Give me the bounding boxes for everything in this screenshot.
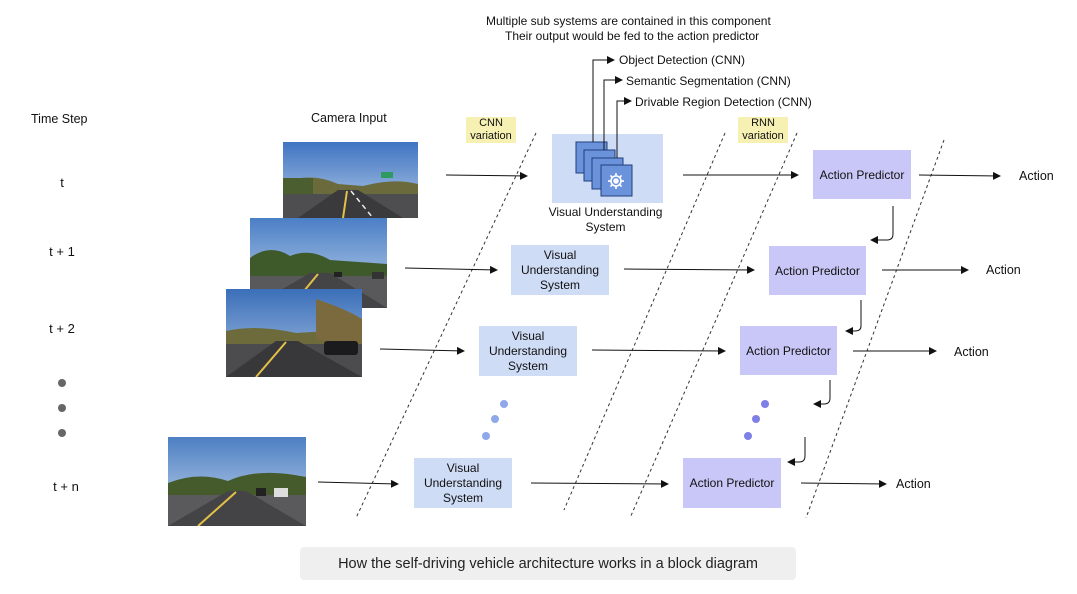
note-line-2: Their output would be fed to the action … [505,29,760,43]
connector-object-detection [592,56,615,142]
recurrent-arrow-t1-to-t2 [845,300,862,335]
vus-line-3: System [507,358,548,373]
connector-drivable-region [616,97,632,158]
vus-box-t-plus-1: Visual Understanding System [511,245,609,295]
subsystem-semantic-segmentation: Semantic Segmentation (CNN) [626,74,791,88]
vus-label-line-2: System [585,220,626,234]
action-label-t-plus-2: Action [954,345,989,359]
arrow-camera-to-vus-tn [317,479,399,488]
arrow-ap-to-action-t [918,171,1001,180]
vus-line-1: Visual [446,460,480,475]
rnn-variation-line1: RNN [751,117,775,129]
vus-label-t: Visual Understanding System [538,205,673,235]
time-step-t-plus-2: t + 2 [49,321,75,336]
action-predictor-t: Action Predictor [813,150,911,199]
camera-frame-t-plus-2 [226,289,362,377]
recurrent-arrow-dots-to-tn [787,437,806,466]
action-separator-line [805,139,945,519]
action-label-t-plus-1: Action [986,263,1021,277]
continuation-dot-ap [761,400,769,408]
arrow-ap-to-action-tn [800,479,887,488]
action-label-t-plus-n: Action [896,477,931,491]
arrow-camera-to-vus-t1 [404,265,498,274]
rnn-variation-line2: variation [742,130,784,142]
continuation-dot-ap [744,432,752,440]
gear-icon [608,173,624,189]
rnn-variation-label: RNN variation [738,117,788,143]
recurrent-arrow-t-to-t1 [870,206,894,244]
subsystem-stack [575,141,633,197]
ellipsis-dot [58,379,66,387]
arrow-vus-to-ap-tn [530,479,669,488]
header-time-step: Time Step [31,112,88,126]
vus-line-3: System [442,490,483,505]
camera-frame-t [283,142,418,218]
ellipsis-dot [58,429,66,437]
note-line-1: Multiple sub systems are contained in th… [486,14,771,28]
time-step-t-plus-n: t + n [53,479,79,494]
vus-label-line-1: Visual Understanding [548,205,663,219]
arrow-vus-to-ap-t1 [623,265,755,274]
subsystem-drivable-region: Drivable Region Detection (CNN) [635,95,812,109]
arrow-camera-to-vus-t2 [379,346,465,355]
continuation-dot-vus [482,432,490,440]
vus-line-2: Understanding [488,343,568,358]
subsystem-object-detection: Object Detection (CNN) [619,53,746,67]
time-step-t-plus-1: t + 1 [49,244,75,259]
vus-box-t-plus-2: Visual Understanding System [479,326,577,376]
rnn-separator-line-2 [629,132,798,519]
cnn-variation-line1: CNN [479,117,503,129]
vus-line-3: System [539,277,580,292]
cnn-variation-line2: variation [470,130,512,142]
caption: How the self-driving vehicle architectur… [300,547,796,580]
connector-semantic-segmentation [603,76,623,150]
vus-line-2: Understanding [520,262,600,277]
ellipsis-dot [58,404,66,412]
action-label-t: Action [1019,169,1054,183]
continuation-dot-vus [500,400,508,408]
vus-line-2: Understanding [423,475,503,490]
continuation-dot-vus [491,415,499,423]
arrow-camera-to-vus-t [445,171,528,180]
time-step-t: t [60,175,64,190]
vus-line-1: Visual [511,328,545,343]
recurrent-arrow-t2-to-dots [813,380,831,408]
vus-box-t-plus-n: Visual Understanding System [414,458,512,508]
continuation-dot-ap [752,415,760,423]
camera-frame-t-plus-n [168,437,306,526]
action-predictor-t-plus-2: Action Predictor [740,326,837,375]
action-predictor-t-plus-1: Action Predictor [769,246,866,295]
header-camera-input: Camera Input [311,111,387,125]
action-predictor-t-plus-n: Action Predictor [683,458,781,508]
arrow-vus-to-ap-t2 [591,346,726,355]
rnn-separator-line-1 [563,132,726,511]
cnn-separator-line [355,132,537,519]
vus-line-1: Visual [543,247,577,262]
cnn-variation-label: CNN variation [466,117,516,143]
